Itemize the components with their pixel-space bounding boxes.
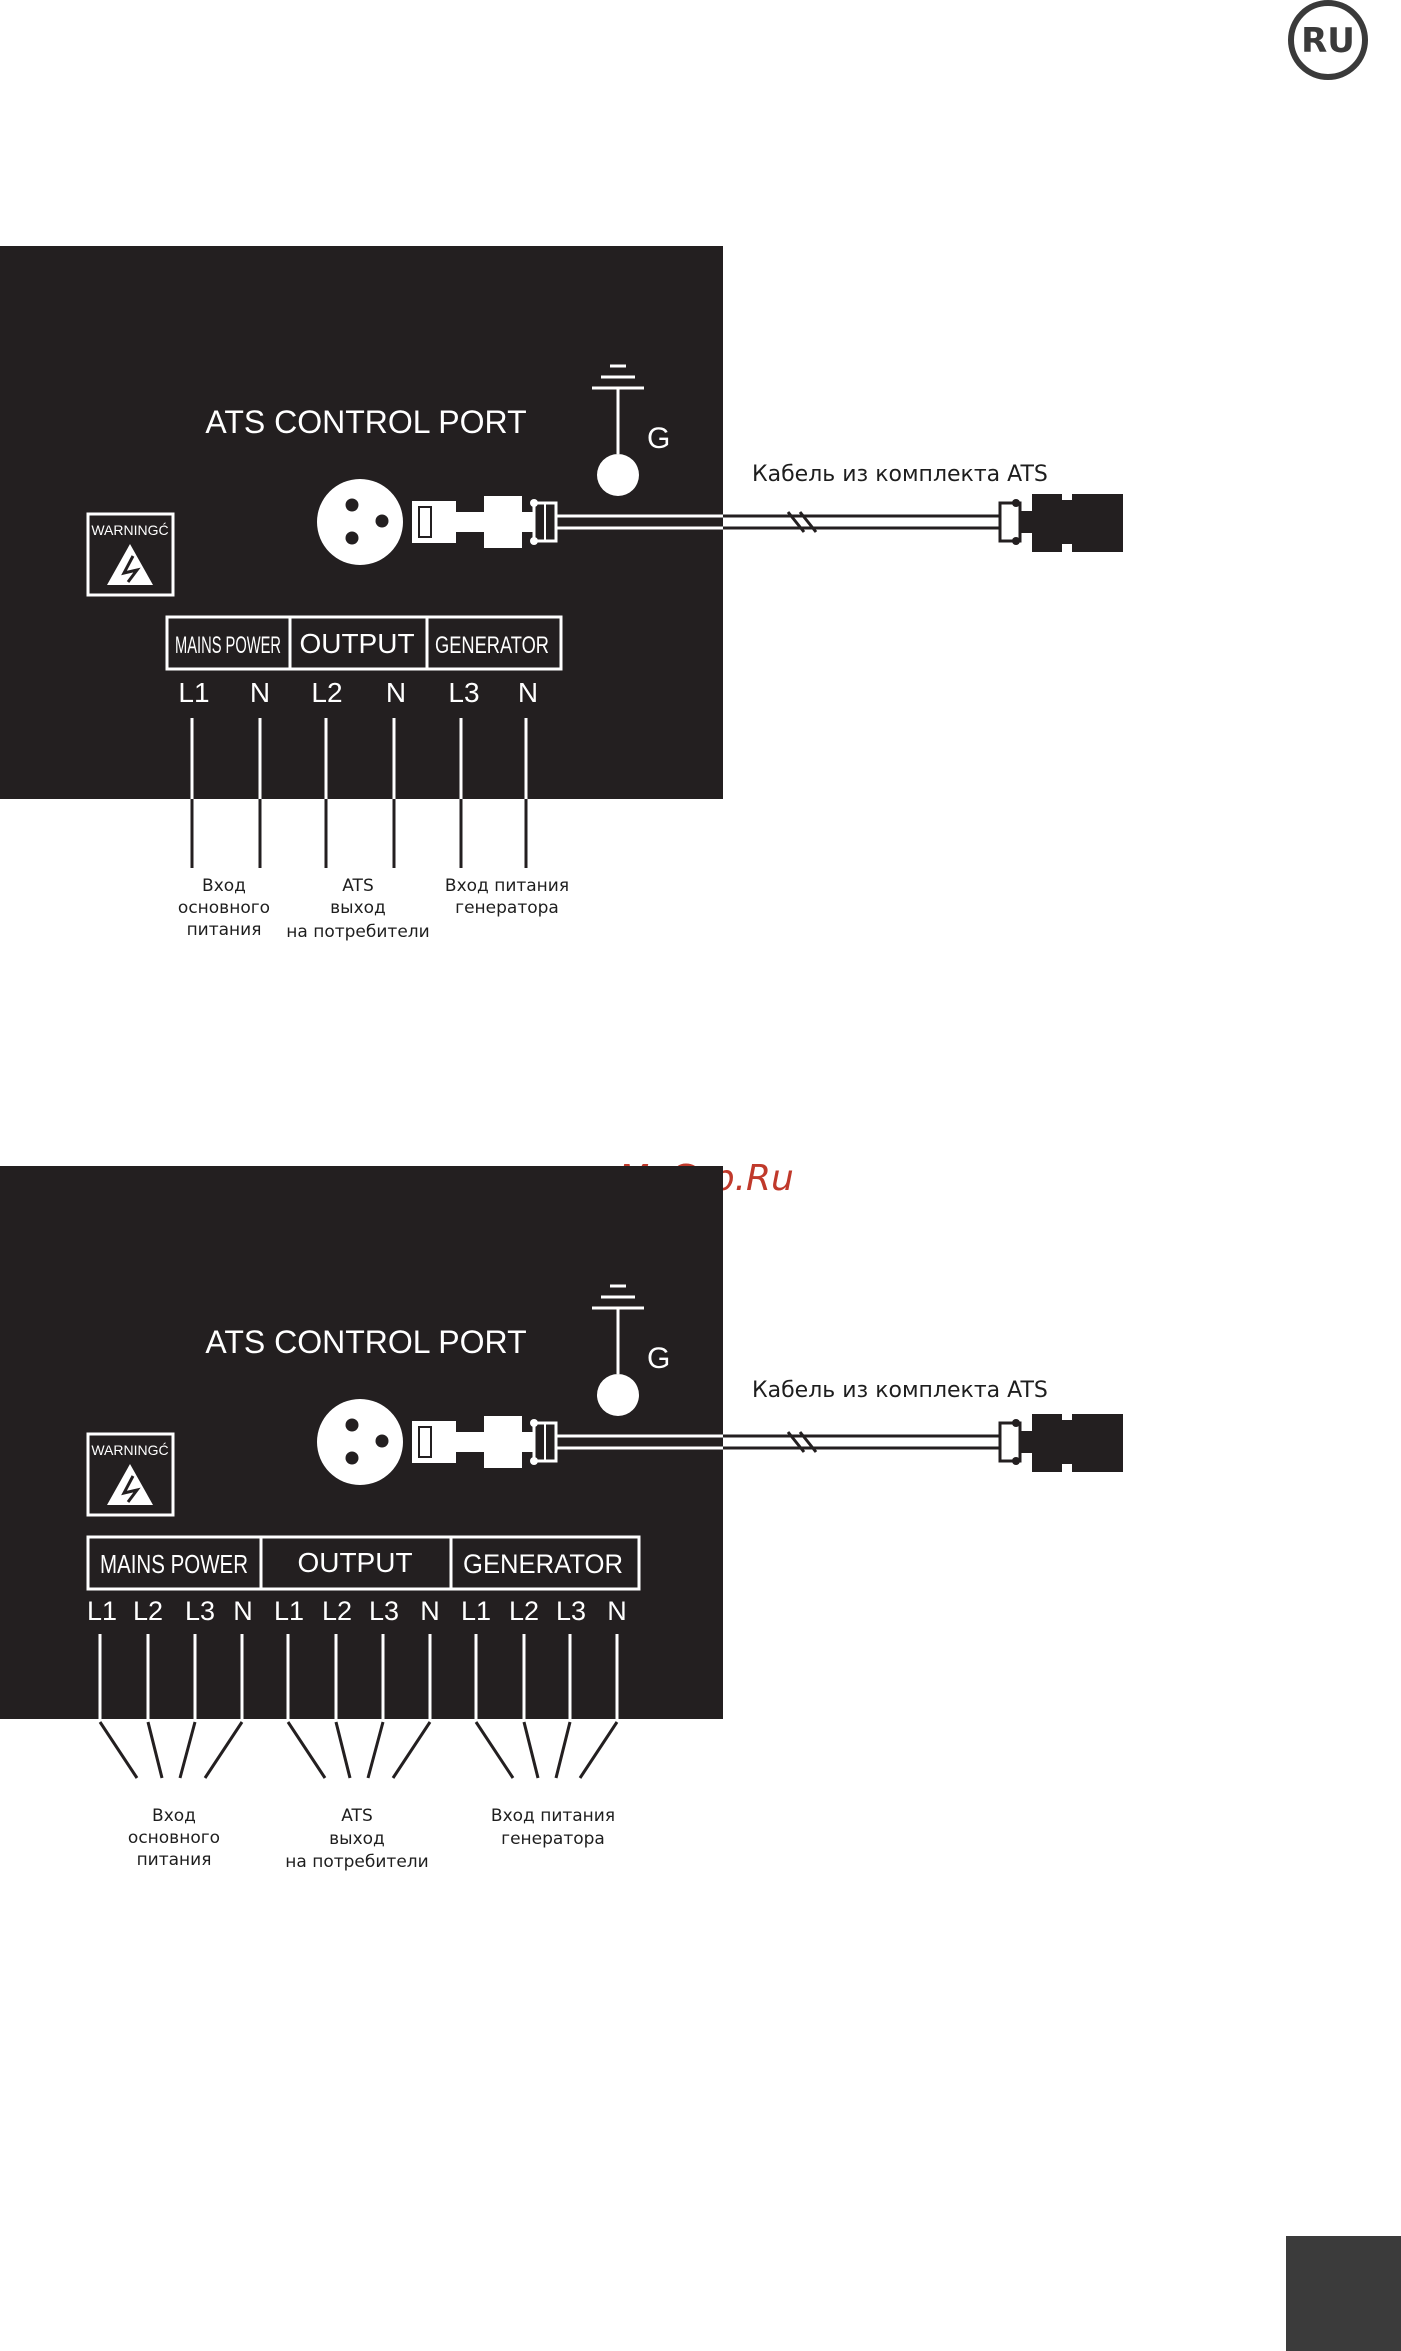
- terminal-label: N: [233, 1596, 253, 1626]
- caption-mains: Вход основного питания: [178, 876, 270, 940]
- svg-text:Вход питания: Вход питания: [491, 1806, 615, 1826]
- lightning-bolt-icon: [121, 555, 141, 583]
- cable-end-plug-icon: [998, 1414, 1123, 1472]
- port-title: ATS CONTROL PORT: [205, 404, 526, 440]
- lightning-bolt-icon: [121, 1475, 141, 1503]
- svg-text:Вход: Вход: [152, 1806, 196, 1826]
- terminal-label: N: [420, 1596, 440, 1626]
- svg-text:на потребители: на потребители: [285, 1852, 428, 1872]
- terminal-label: N: [518, 677, 538, 708]
- svg-text:генератора: генератора: [501, 1829, 605, 1849]
- diagram-single-phase: ATS CONTROL PORT G: [0, 246, 1123, 942]
- warning-label: WARNINGĆ: [91, 1442, 168, 1458]
- control-socket-icon: [317, 1399, 403, 1485]
- control-socket-icon: [317, 479, 403, 565]
- terminal-label: L3: [448, 677, 479, 708]
- ats-cable: [556, 511, 1000, 533]
- group-label-generator: GENERATOR: [435, 632, 549, 659]
- warning-sign: WARNINGĆ: [86, 1432, 175, 1517]
- page-corner-tab: [1286, 2236, 1401, 2351]
- cable-plug-icon: [412, 1416, 558, 1468]
- svg-text:основного: основного: [178, 898, 270, 918]
- terminal-label: N: [386, 677, 406, 708]
- terminal-label: L2: [322, 1596, 352, 1626]
- ground-icon: [592, 1284, 644, 1416]
- terminal-label: L1: [461, 1596, 491, 1626]
- ground-label: G: [647, 1342, 670, 1375]
- caption-generator: Вход питания генератора: [491, 1806, 615, 1849]
- caption-mains: Вход основного питания: [128, 1806, 220, 1870]
- group-label-mains: MAINS POWER: [100, 1549, 248, 1579]
- caption-output: ATS выход на потребители: [286, 876, 429, 942]
- terminal-label: N: [607, 1596, 627, 1626]
- diagram-three-phase: ATS CONTROL PORT G: [0, 1166, 1123, 1872]
- svg-text:питания: питания: [187, 920, 262, 940]
- group-label-output: OUTPUT: [299, 628, 414, 659]
- cable-label: Кабель из комплекта ATS: [752, 462, 1048, 487]
- language-badge-ring: [1288, 0, 1368, 80]
- cable-plug-icon: [412, 496, 558, 548]
- terminal-label-box: MAINS POWER OUTPUT GENERATOR: [86, 1535, 641, 1591]
- caption-output: ATS выход на потребители: [285, 1806, 428, 1872]
- ground-label: G: [647, 422, 670, 455]
- terminal-label: L1: [87, 1596, 117, 1626]
- port-title: ATS CONTROL PORT: [205, 1324, 526, 1360]
- terminal-label: L2: [311, 677, 342, 708]
- svg-text:основного: основного: [128, 1828, 220, 1848]
- svg-text:генератора: генератора: [455, 898, 559, 918]
- svg-text:питания: питания: [137, 1850, 212, 1870]
- svg-text:выход: выход: [330, 898, 386, 918]
- language-badge-label: RU: [1301, 21, 1355, 61]
- terminal-label: L2: [133, 1596, 163, 1626]
- cable-label: Кабель из комплекта ATS: [752, 1378, 1048, 1403]
- cable-end-plug-icon: [998, 494, 1123, 552]
- svg-text:Вход: Вход: [202, 876, 246, 896]
- terminal-label: L3: [185, 1596, 215, 1626]
- wires: [190, 718, 528, 868]
- terminal-labels: L1 N L2 N L3 N: [178, 677, 538, 708]
- terminal-label: L2: [509, 1596, 539, 1626]
- svg-text:на потребители: на потребители: [286, 922, 429, 942]
- wires: [98, 1634, 619, 1779]
- group-label-generator: GENERATOR: [463, 1549, 623, 1579]
- warning-label: WARNINGĆ: [91, 522, 168, 538]
- svg-text:Вход питания: Вход питания: [445, 876, 569, 896]
- terminal-labels: L1 L2 L3 N L1 L2 L3 N L1 L2 L3 N: [87, 1596, 627, 1626]
- ground-icon: [592, 364, 644, 496]
- group-label-mains: MAINS POWER: [175, 632, 281, 659]
- terminal-label: L1: [178, 677, 209, 708]
- svg-text:выход: выход: [329, 1829, 385, 1849]
- terminal-label: L1: [274, 1596, 304, 1626]
- terminal-label-box: MAINS POWER OUTPUT GENERATOR: [165, 615, 563, 671]
- language-badge: RU: [1288, 0, 1368, 80]
- caption-generator: Вход питания генератора: [445, 876, 569, 918]
- group-label-output: OUTPUT: [297, 1547, 412, 1578]
- svg-text:ATS: ATS: [341, 1806, 373, 1826]
- terminal-label: N: [250, 677, 270, 708]
- terminal-label: L3: [369, 1596, 399, 1626]
- svg-text:ATS: ATS: [342, 876, 374, 896]
- warning-sign: WARNINGĆ: [86, 512, 175, 597]
- ats-cable: [556, 1431, 1000, 1453]
- terminal-label: L3: [556, 1596, 586, 1626]
